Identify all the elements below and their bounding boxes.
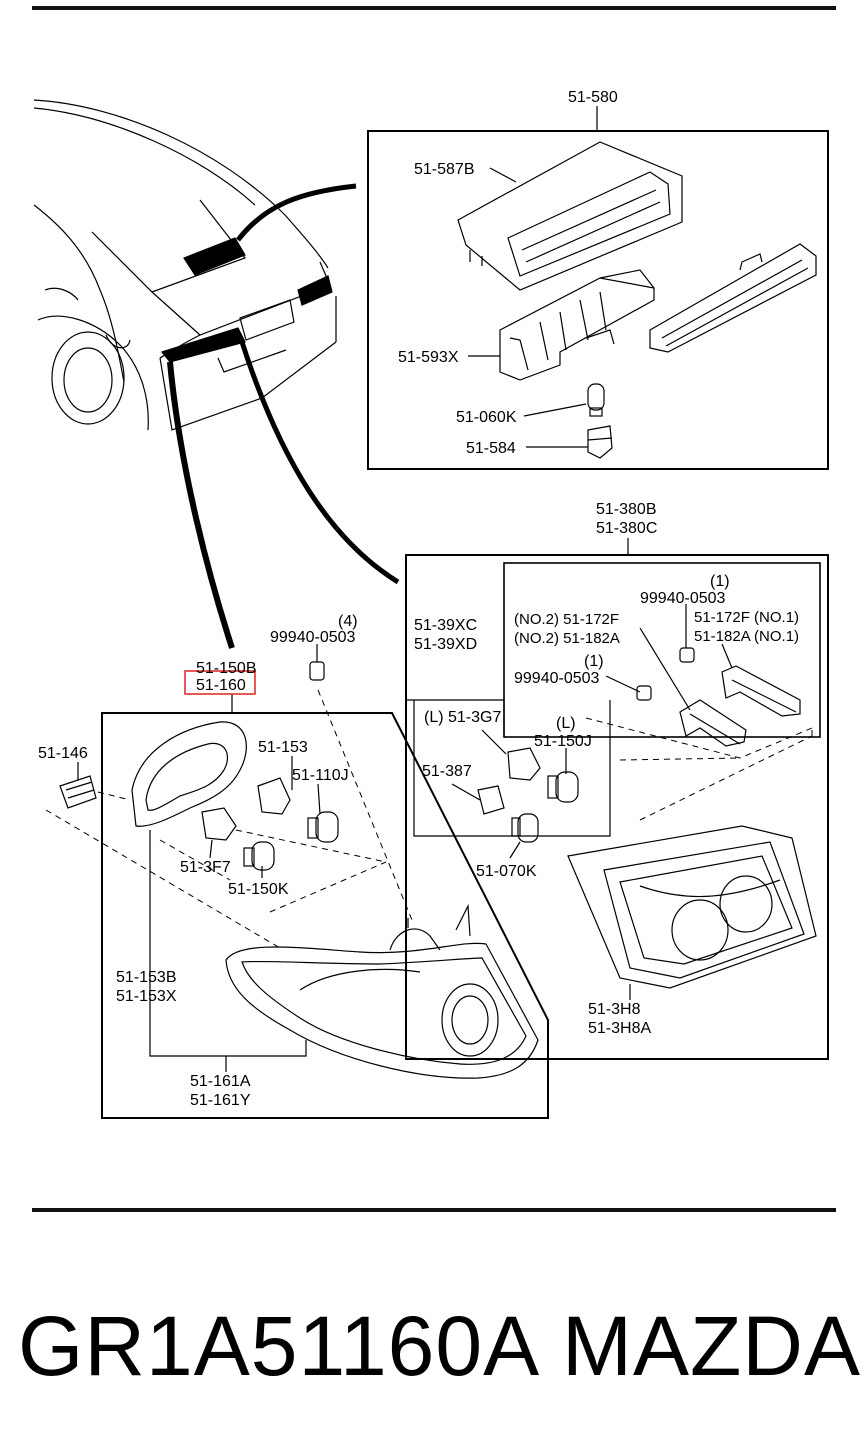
label-51-153x: 51-153X: [116, 988, 177, 1005]
screw-right-1: [679, 647, 695, 663]
label-no2-182a: (NO.2) 51-182A: [514, 630, 620, 647]
label-51-150k: 51-150K: [228, 881, 289, 898]
screw-right-2: [636, 685, 652, 701]
bulb-top-sketch: [587, 383, 605, 417]
gasket-sketch: [131, 721, 247, 827]
socket-146-sketch: [59, 775, 97, 809]
label-51-380c: 51-380C: [596, 520, 657, 537]
label-51-580: 51-580: [568, 89, 618, 106]
label-51-3f7: 51-3F7: [180, 859, 231, 876]
label-l: (L): [556, 715, 576, 732]
bracket-no1-sketch: [721, 665, 801, 717]
label-51-39xc: 51-39XC: [414, 617, 477, 634]
bulb-150j-sketch: [547, 771, 579, 803]
lamp-strip-sketch: [649, 243, 817, 353]
label-qty-1-a: (1): [710, 573, 730, 590]
label-51-150j: 51-150J: [534, 733, 592, 750]
label-51-160: 51-160: [196, 677, 246, 694]
bulb-150k-sketch: [243, 841, 275, 871]
lens-cover-sketch: [457, 141, 683, 291]
label-51-153: 51-153: [258, 739, 308, 756]
part-number: GR1A51160A: [18, 1299, 541, 1393]
label-99940-b: 99940-0503: [514, 670, 600, 687]
socket-top-sketch: [587, 425, 613, 459]
label-51-070k: 51-070K: [476, 863, 537, 880]
top-rule: [32, 6, 836, 10]
inner-lamp-sketch: [567, 825, 817, 1000]
label-51-161y: 51-161Y: [190, 1092, 251, 1109]
label-51-593x: 51-593X: [398, 349, 459, 366]
label-51-153b: 51-153B: [116, 969, 177, 986]
bottom-rule: [32, 1208, 836, 1212]
bulb-070k-sketch: [511, 813, 539, 843]
screw-left-sketch: [309, 644, 325, 681]
socket-3f7-sketch: [201, 807, 237, 841]
bulb-110j-sketch: [307, 811, 339, 843]
label-51-110j: 51-110J: [292, 767, 349, 784]
brand-name: MAZDA: [562, 1299, 861, 1393]
label-51-182a-no1: 51-182A (NO.1): [694, 628, 799, 645]
footer: GR1A51160A MAZDA: [0, 1296, 864, 1396]
label-51-587b: 51-587B: [414, 161, 475, 178]
car-rear-sketch: [33, 99, 337, 431]
label-51-3h8: 51-3H8: [588, 1001, 641, 1018]
label-no2-172f: (NO.2) 51-172F: [514, 611, 619, 628]
socket-3g7-sketch: [507, 747, 541, 781]
lamp-housing-sketch: [499, 269, 655, 381]
box-combination-lamp: [101, 712, 549, 1119]
label-51-146: 51-146: [38, 745, 88, 762]
label-qty-4: (4): [338, 613, 358, 630]
label-51-161a: 51-161A: [190, 1073, 251, 1090]
label-51-387: 51-387: [422, 763, 472, 780]
combination-lamp-sketch: [225, 903, 539, 1079]
highlight-box: [184, 670, 256, 695]
label-51-150b: 51-150B: [196, 660, 257, 677]
label-51-172f-no1: 51-172F (NO.1): [694, 609, 799, 626]
label-51-39xd: 51-39XD: [414, 636, 477, 653]
label-51-3g7: (L) 51-3G7: [424, 709, 501, 726]
socket-153-sketch: [257, 777, 291, 815]
bracket-no2-sketch: [679, 699, 747, 747]
socket-387-sketch: [477, 785, 505, 815]
label-qty-1-b: (1): [584, 653, 604, 670]
label-51-380b: 51-380B: [596, 501, 657, 518]
label-99940-c: 99940-0503: [270, 629, 356, 646]
box-inner-lamp: [405, 554, 829, 1060]
label-51-584: 51-584: [466, 440, 516, 457]
label-99940-a: 99940-0503: [640, 590, 726, 607]
label-51-060k: 51-060K: [456, 409, 517, 426]
label-51-3h8a: 51-3H8A: [588, 1020, 651, 1037]
box-high-mount-lamp: [367, 130, 829, 470]
